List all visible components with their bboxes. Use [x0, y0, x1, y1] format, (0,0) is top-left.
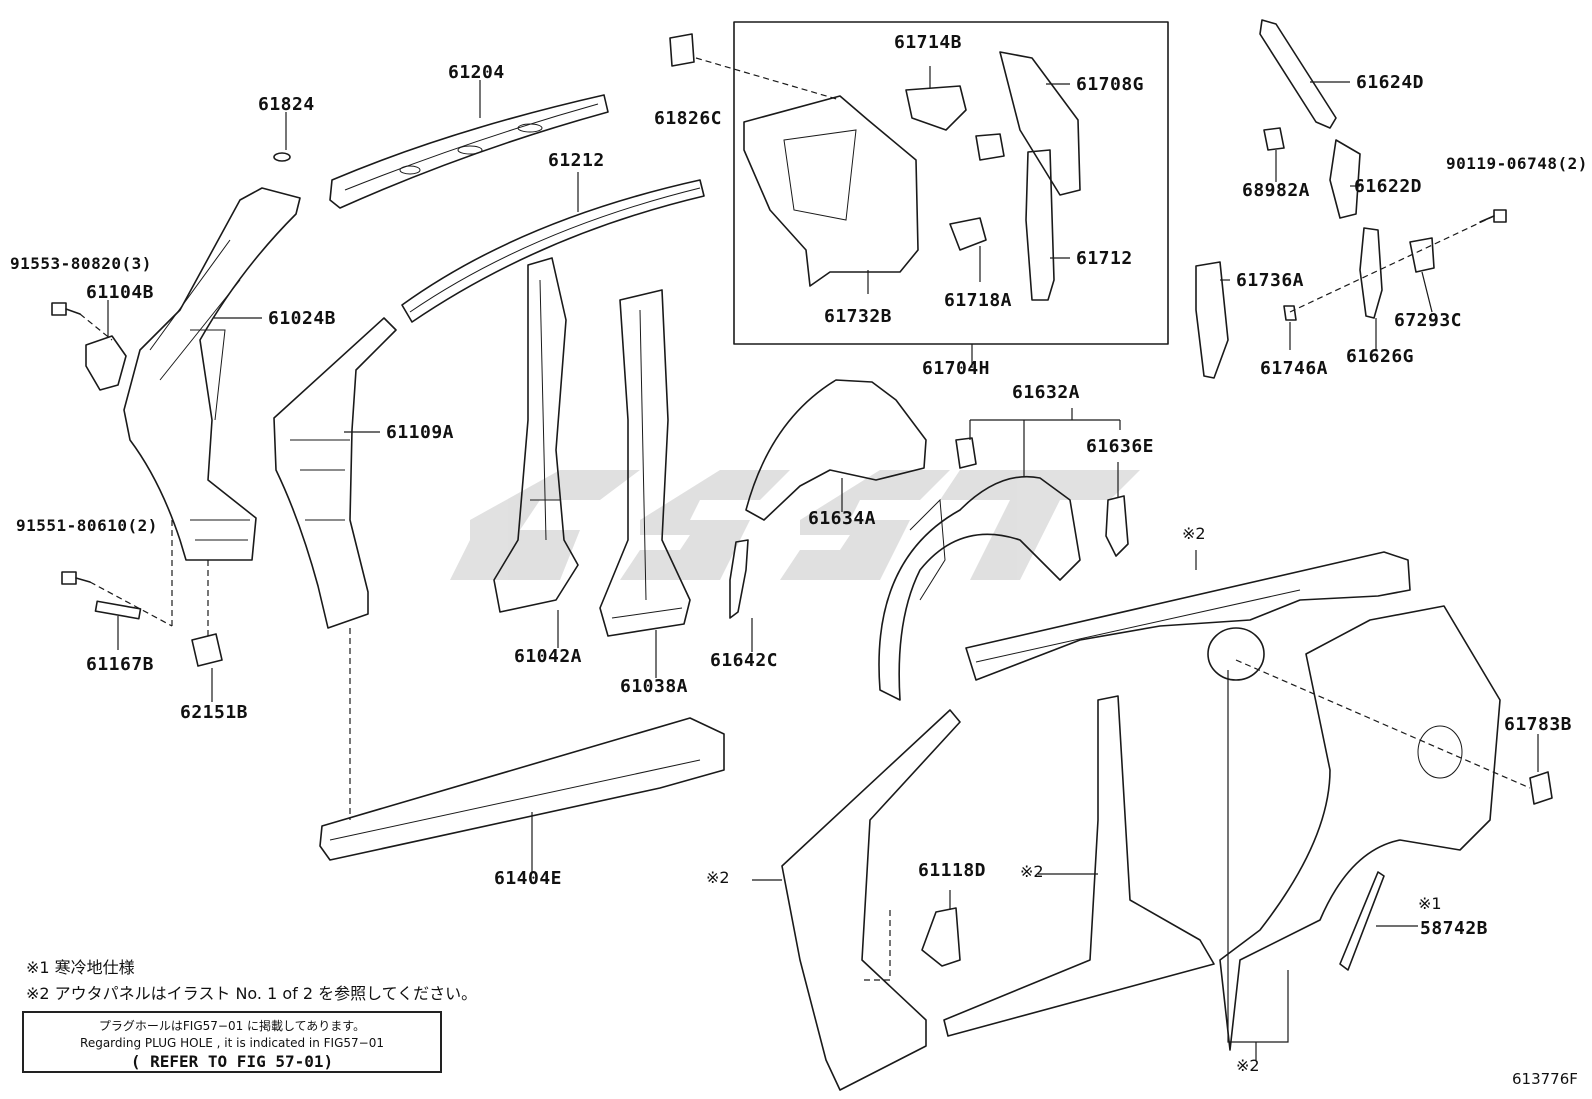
part-62151b-plug[interactable] — [191, 633, 223, 667]
part-61634a-wheelhouse[interactable] — [745, 379, 927, 521]
label-61104b: 61104B — [86, 282, 155, 303]
part-small-clip — [955, 437, 977, 469]
label-61624d: 61624D — [1356, 72, 1425, 93]
label-61404e: 61404E — [494, 868, 563, 889]
part-61626g-reinforcement[interactable] — [1359, 227, 1383, 319]
label-61736a: 61736A — [1236, 270, 1305, 291]
part-61042a-center-pillar[interactable] — [493, 257, 579, 613]
part-61712-lower[interactable] — [1025, 149, 1055, 301]
label-61024b: 61024B — [268, 308, 337, 329]
footnote-1: ※1 寒冷地仕様 — [26, 958, 135, 977]
part-61622d-gusset[interactable] — [1329, 139, 1361, 219]
label-61826c: 61826C — [654, 108, 723, 129]
figure-number: 613776F — [1512, 1070, 1578, 1088]
label-61704h: 61704H — [922, 358, 991, 379]
part-61204-roof-rail[interactable] — [329, 94, 609, 209]
reference-line-english: Regarding PLUG HOLE , it is indicated in… — [80, 1036, 384, 1050]
part-outer-roof-side[interactable] — [965, 551, 1411, 681]
label-61718a: 61718A — [944, 290, 1013, 311]
label-67293c: 67293C — [1394, 310, 1463, 331]
label-61204: 61204 — [448, 62, 505, 83]
part-61167b-clip[interactable] — [94, 600, 142, 620]
part-61708g-upper[interactable] — [999, 51, 1081, 196]
part-61632a-wheelhouse-outer[interactable] — [878, 475, 1081, 701]
label-61708g: 61708G — [1076, 74, 1145, 95]
part-61718a-bracket[interactable] — [949, 217, 987, 251]
part-61038a-pillar-reinforcement[interactable] — [599, 289, 691, 637]
label-61632a: 61632A — [1012, 382, 1081, 403]
label-61634a: 61634A — [808, 508, 877, 529]
label-68982a: 68982A — [1242, 180, 1311, 201]
label-61109a: 61109A — [386, 422, 455, 443]
part-61104b-bracket[interactable] — [85, 335, 127, 391]
label-58742b: 58742B — [1420, 918, 1489, 939]
label-61642c: 61642C — [710, 650, 779, 671]
part-61024b-front-pillar[interactable] — [123, 187, 301, 561]
mark-note2-top: ※2 — [1182, 524, 1206, 543]
label-61626g: 61626G — [1346, 346, 1415, 367]
label-90119: 90119-06748(2) — [1446, 154, 1588, 173]
part-61824-plug[interactable] — [273, 152, 291, 162]
label-61118d: 61118D — [918, 860, 987, 881]
label-61746a: 61746A — [1260, 358, 1329, 379]
label-61714b: 61714B — [894, 32, 963, 53]
footnote-2: ※2 アウタパネルはイラスト No. 1 of 2 を参照してください。 — [26, 984, 478, 1003]
part-61109a-inner-pillar[interactable] — [273, 317, 397, 629]
part-61212-roof-side-rail[interactable] — [401, 179, 705, 323]
part-outer-quarter-panel[interactable] — [1219, 605, 1501, 1051]
label-61783b: 61783B — [1504, 714, 1573, 735]
mark-note2-mid: ※2 — [1020, 862, 1044, 881]
part-fuel-inlet-ring — [1207, 627, 1265, 681]
reference-link[interactable]: ( REFER TO FIG 57-01) — [130, 1052, 334, 1071]
part-61746a-clip[interactable] — [1283, 305, 1297, 321]
part-61636e-bracket[interactable] — [1105, 495, 1129, 557]
part-61714b-bracket[interactable] — [905, 85, 967, 131]
reference-line-japanese: プラグホールはFIG57−01 に掲載してあります。 — [98, 1019, 366, 1033]
part-61783b-block[interactable] — [1529, 771, 1553, 805]
part-61736a-panel[interactable] — [1195, 261, 1229, 379]
mark-note2-left: ※2 — [706, 868, 730, 887]
part-58742b-seal[interactable] — [1339, 871, 1385, 971]
part-61624d-pillar-upper[interactable] — [1259, 19, 1337, 129]
label-61622d: 61622D — [1354, 176, 1423, 197]
leader-lines — [107, 66, 1539, 1060]
watermark-logo — [450, 470, 1140, 580]
dashed-guide-lines — [79, 57, 1531, 981]
part-67293c-bracket[interactable] — [1409, 237, 1435, 273]
part-91551-bolt[interactable] — [61, 571, 91, 585]
label-61824: 61824 — [258, 94, 315, 115]
label-61042a: 61042A — [514, 646, 583, 667]
part-68982a-bracket[interactable] — [1263, 127, 1285, 151]
part-61826c-block[interactable] — [669, 33, 695, 67]
assembly-61704h-box — [733, 21, 1169, 345]
part-61642c-gusset[interactable] — [729, 539, 749, 619]
mark-note2-bottom: ※2 — [1236, 1056, 1260, 1075]
part-61732b-quarter-inner[interactable] — [743, 95, 919, 287]
part-61118d-bracket[interactable] — [921, 907, 961, 967]
label-91551: 91551-80610(2) — [16, 516, 158, 535]
part-91553-bolt[interactable] — [51, 302, 81, 316]
part-61404e-rocker[interactable] — [319, 717, 725, 861]
label-61712: 61712 — [1076, 248, 1133, 269]
label-61167b: 61167B — [86, 654, 155, 675]
part-outer-front-pillar[interactable] — [781, 709, 961, 1091]
part-small-bracket — [975, 133, 1005, 161]
part-outer-center-pillar[interactable] — [943, 695, 1215, 1037]
label-61636e: 61636E — [1086, 436, 1155, 457]
label-91553: 91553-80820(3) — [10, 254, 152, 273]
mark-note1: ※1 — [1418, 894, 1442, 913]
label-61038a: 61038A — [620, 676, 689, 697]
label-61732b: 61732B — [824, 306, 893, 327]
reference-box: プラグホールはFIG57−01 に掲載してあります。 Regarding PLU… — [22, 1011, 442, 1073]
label-61212: 61212 — [548, 150, 605, 171]
label-62151b: 62151B — [180, 702, 249, 723]
